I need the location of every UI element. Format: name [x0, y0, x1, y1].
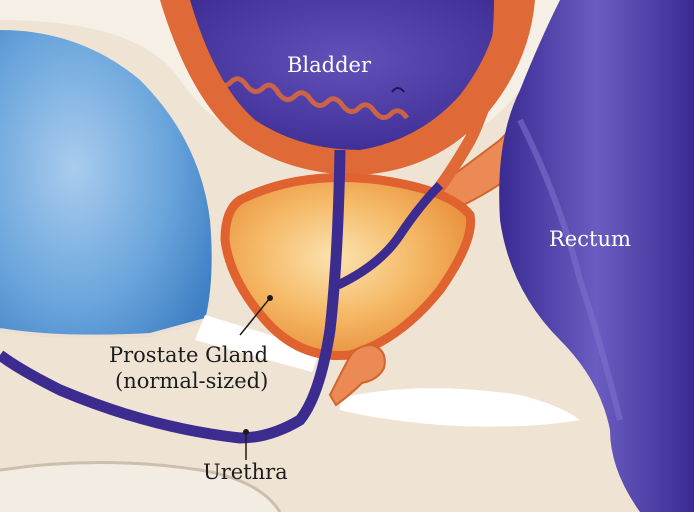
rectum-label: Rectum: [549, 227, 631, 251]
urethra-label: Urethra: [203, 460, 288, 484]
bladder-label: Bladder: [287, 53, 371, 77]
prostate-label: Prostate Gland: [109, 343, 268, 367]
prostate-leader-dot: [267, 295, 273, 301]
urethra-leader-dot: [243, 429, 249, 435]
prostate-size-label: (normal-sized): [115, 369, 268, 393]
